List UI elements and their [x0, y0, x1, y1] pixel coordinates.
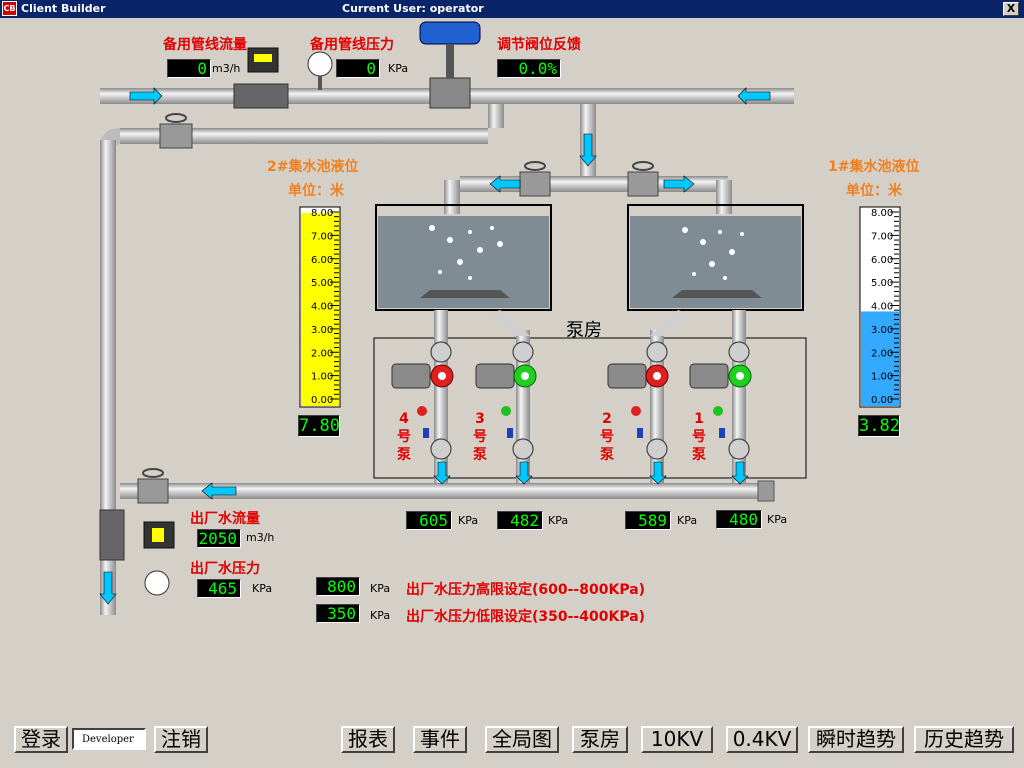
scale-tick-label: 4.00 — [311, 302, 333, 313]
high-limit-input[interactable]: 800 — [316, 577, 360, 596]
scale-tick-label: 0.00 — [311, 395, 333, 406]
left-vertical-pipe — [100, 140, 116, 615]
nav-events-button[interactable]: 事件 — [413, 726, 467, 753]
flow-arrow — [489, 175, 521, 193]
tank-1-unit: 单位：米 — [846, 183, 902, 199]
outlet-flow-meter — [99, 509, 125, 561]
outlet-flow-unit: m3/h — [246, 531, 275, 544]
nav-overview-button[interactable]: 全局图 — [485, 726, 559, 753]
tank-2 — [375, 204, 552, 311]
backup-pressure-unit: KPa — [388, 62, 409, 75]
outlet-collector-pipe — [120, 483, 760, 499]
scale-tick-label: 6.00 — [311, 255, 333, 266]
high-limit-unit: KPa — [370, 582, 391, 595]
current-user: Current User: operator — [342, 2, 484, 15]
scale-tick-label: 4.00 — [871, 302, 893, 313]
pump-2-label: 2 号 泵 — [600, 411, 614, 463]
nav-history-trend-button[interactable]: 历史趋势 — [914, 726, 1014, 753]
pump-motors — [391, 363, 729, 389]
tank-1-value: 3.82 — [858, 415, 900, 437]
pump-2-pressure-unit: KPa — [677, 514, 698, 527]
low-limit-input[interactable]: 350 — [316, 604, 360, 623]
valve-feedback-value: 0.0% — [497, 59, 561, 78]
tank-2-level-fill — [301, 212, 339, 406]
scale-tick-label: 7.00 — [311, 231, 333, 242]
scale-tick-label: 1.00 — [871, 372, 893, 383]
user-field[interactable]: Developer — [72, 728, 146, 750]
pump-4-label: 4 号 泵 — [397, 411, 411, 463]
tank-1 — [627, 204, 804, 311]
tank-2-value: 7.80 — [298, 415, 340, 437]
tank-2-title: 2#集水池液位 — [267, 159, 359, 175]
high-limit-label: 出厂水压力高限设定(600--800KPa) — [406, 582, 646, 598]
flow-arrow — [737, 87, 771, 105]
login-button[interactable]: 登录 — [14, 726, 68, 753]
close-button[interactable]: X — [1003, 2, 1019, 16]
tank-1-level-fill — [861, 311, 899, 406]
flow-arrow — [201, 482, 237, 500]
outlet-flow-label: 出厂水流量 — [190, 511, 260, 527]
flow-arrow — [649, 461, 667, 485]
flow-arrow — [515, 461, 533, 485]
scale-tick-label: 7.00 — [871, 231, 893, 242]
left-loop-pipe — [120, 128, 488, 144]
pump-1-pressure: 480 — [716, 510, 762, 529]
scale-tick-label: 8.00 — [871, 208, 893, 219]
low-limit-label: 出厂水压力低限设定(350--400KPa) — [406, 609, 646, 625]
outlet-pressure-gauge — [144, 570, 170, 596]
window-title: Client Builder — [21, 2, 106, 15]
nav-report-button[interactable]: 报表 — [341, 726, 395, 753]
pump-1-label: 1 号 泵 — [692, 411, 706, 463]
scale-tick-label: 2.00 — [871, 348, 893, 359]
scale-tick-label: 8.00 — [311, 208, 333, 219]
scale-tick-label: 5.00 — [311, 278, 333, 289]
nav-pump-room-button[interactable]: 泵房 — [572, 726, 628, 753]
nav-04kv-button[interactable]: 0.4KV — [726, 726, 798, 753]
tank-2-unit: 单位：米 — [288, 183, 344, 199]
nav-10kv-button[interactable]: 10KV — [641, 726, 713, 753]
low-limit-unit: KPa — [370, 609, 391, 622]
backup-flow-unit: m3/h — [212, 62, 241, 75]
flow-arrow — [99, 571, 117, 605]
pump-room-label: 泵房 — [566, 320, 602, 341]
pump-3-pressure: 482 — [497, 511, 543, 530]
scale-tick-label: 1.00 — [311, 372, 333, 383]
backup-flow-label: 备用管线流量 — [163, 37, 247, 53]
pump-3-label: 3 号 泵 — [473, 411, 487, 463]
scale-tick-label: 0.00 — [871, 395, 893, 406]
valve-feedback-label: 调节阀位反馈 — [497, 37, 581, 53]
scale-tick-label: 5.00 — [871, 278, 893, 289]
title-bar: CB Client Builder Current User: operator… — [0, 0, 1024, 18]
backup-pressure-value: 0 — [336, 59, 380, 78]
backup-pressure-label: 备用管线压力 — [310, 37, 394, 53]
scale-tick-label: 3.00 — [311, 325, 333, 336]
tank-1-title: 1#集水池液位 — [828, 159, 920, 175]
outlet-pressure-label: 出厂水压力 — [190, 561, 260, 577]
nav-realtime-trend-button[interactable]: 瞬时趋势 — [808, 726, 904, 753]
pump-4-pressure-unit: KPa — [458, 514, 479, 527]
flow-arrow — [579, 133, 597, 167]
backup-flow-value: 0 — [167, 59, 211, 78]
backup-pressure-gauge — [307, 51, 333, 77]
flow-arrow — [129, 87, 163, 105]
outlet-pressure-value: 465 — [197, 579, 241, 598]
outlet-pressure-unit: KPa — [252, 582, 273, 595]
control-valve — [429, 77, 471, 109]
pump-3-pressure-unit: KPa — [548, 514, 569, 527]
flow-arrow — [663, 175, 695, 193]
app-icon: CB — [2, 1, 17, 16]
backup-flow-meter — [233, 83, 289, 109]
scale-tick-label: 3.00 — [871, 325, 893, 336]
flow-arrow — [433, 461, 451, 485]
pump-4-pressure: 605 — [406, 511, 452, 530]
pump-2-pressure: 589 — [625, 511, 671, 530]
logout-button[interactable]: 注销 — [154, 726, 208, 753]
flow-arrow — [731, 461, 749, 485]
outlet-flow-value: 2050 — [197, 529, 241, 548]
scale-tick-label: 6.00 — [871, 255, 893, 266]
scale-tick-label: 2.00 — [311, 348, 333, 359]
pump-1-pressure-unit: KPa — [767, 513, 788, 526]
